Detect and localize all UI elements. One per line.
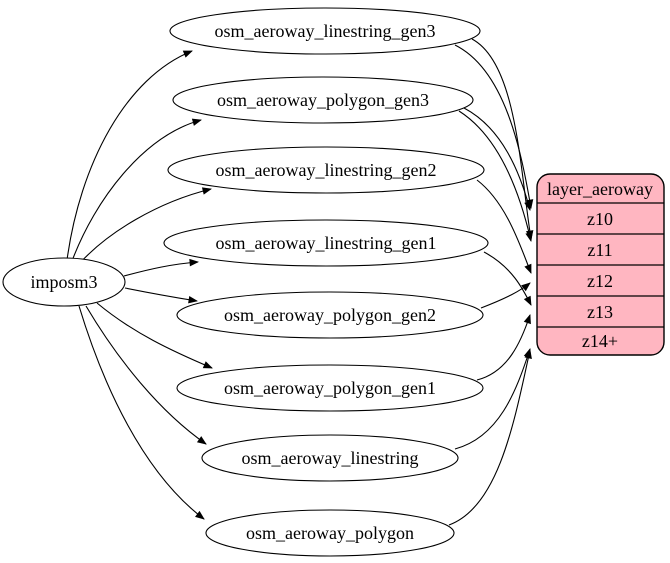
edge-polygon-gen1-to-z13 — [476, 314, 531, 381]
edge-imposm3-to-polygon-gen2 — [124, 287, 198, 304]
node-osm-aeroway-polygon-gen2: osm_aeroway_polygon_gen2 — [176, 291, 484, 339]
table-ellipse — [163, 219, 489, 267]
table-label: osm_aeroway_linestring_gen1 — [216, 233, 437, 253]
table-ellipse — [176, 291, 484, 339]
edge-imposm3-to-linestring-gen1 — [123, 258, 199, 277]
layer-row-z10: z10 — [587, 209, 613, 229]
edge-imposm3-to-linestring-gen2 — [78, 187, 212, 265]
imposm3-label: imposm3 — [30, 272, 97, 292]
table-label: osm_aeroway_polygon — [246, 523, 414, 543]
imposm3-ellipse — [2, 257, 126, 307]
edge-polygon-gen3-to-z11 — [458, 110, 533, 242]
edge-polygon-gen2-to-z12 — [480, 282, 531, 309]
table-ellipse — [205, 509, 455, 557]
node-osm-aeroway-linestring-gen2: osm_aeroway_linestring_gen2 — [167, 146, 485, 194]
edges-source-to-tables — [66, 50, 213, 520]
edge-imposm3-to-polygon-gen1 — [96, 302, 213, 369]
table-ellipse — [169, 7, 481, 55]
node-layer-aeroway: layer_aeroway z10 z11 z12 z13 z14+ — [536, 173, 665, 356]
layer-row-z11: z11 — [587, 240, 612, 260]
edge-linestring-gen3-to-z10 — [454, 44, 534, 209]
node-osm-aeroway-linestring-gen3: osm_aeroway_linestring_gen3 — [169, 7, 481, 55]
edge-linestring-gen3-to-z11 — [471, 38, 534, 240]
table-label: osm_aeroway_polygon_gen2 — [224, 305, 436, 325]
table-label: osm_aeroway_linestring_gen2 — [216, 160, 437, 180]
table-ellipse — [201, 434, 459, 482]
table-label: osm_aeroway_linestring_gen3 — [215, 21, 436, 41]
node-imposm3: imposm3 — [2, 257, 126, 307]
node-osm-aeroway-polygon: osm_aeroway_polygon — [205, 509, 455, 557]
table-ellipse — [167, 146, 485, 194]
edge-linestring-to-z14 — [454, 348, 531, 450]
table-label: osm_aeroway_polygon_gen1 — [224, 378, 436, 398]
node-osm-aeroway-linestring: osm_aeroway_linestring — [201, 434, 459, 482]
layer-title: layer_aeroway — [547, 179, 653, 199]
edge-polygon-to-z14 — [448, 349, 532, 526]
layer-row-z14: z14+ — [582, 331, 618, 351]
edge-linestring-gen1-to-z13 — [483, 251, 532, 306]
edge-imposm3-to-polygon-gen3 — [71, 118, 202, 262]
node-osm-aeroway-polygon-gen3: osm_aeroway_polygon_gen3 — [172, 76, 474, 124]
layer-row-z13: z13 — [587, 302, 613, 322]
table-label: osm_aeroway_linestring — [242, 448, 419, 468]
table-ellipse — [176, 364, 484, 412]
edges-tables-to-layer — [448, 38, 534, 526]
layer-row-z12: z12 — [587, 271, 613, 291]
node-osm-aeroway-linestring-gen1: osm_aeroway_linestring_gen1 — [163, 219, 489, 267]
edge-imposm3-to-polygon — [78, 305, 205, 520]
edge-imposm3-to-linestring — [85, 305, 207, 445]
table-label: osm_aeroway_polygon_gen3 — [217, 90, 429, 110]
table-ellipse — [172, 76, 474, 124]
edge-linestring-gen2-to-z12 — [476, 179, 532, 274]
edge-polygon-gen3-to-z10 — [463, 107, 532, 211]
node-osm-aeroway-polygon-gen1: osm_aeroway_polygon_gen1 — [176, 364, 484, 412]
edge-imposm3-to-linestring-gen3 — [66, 50, 193, 261]
